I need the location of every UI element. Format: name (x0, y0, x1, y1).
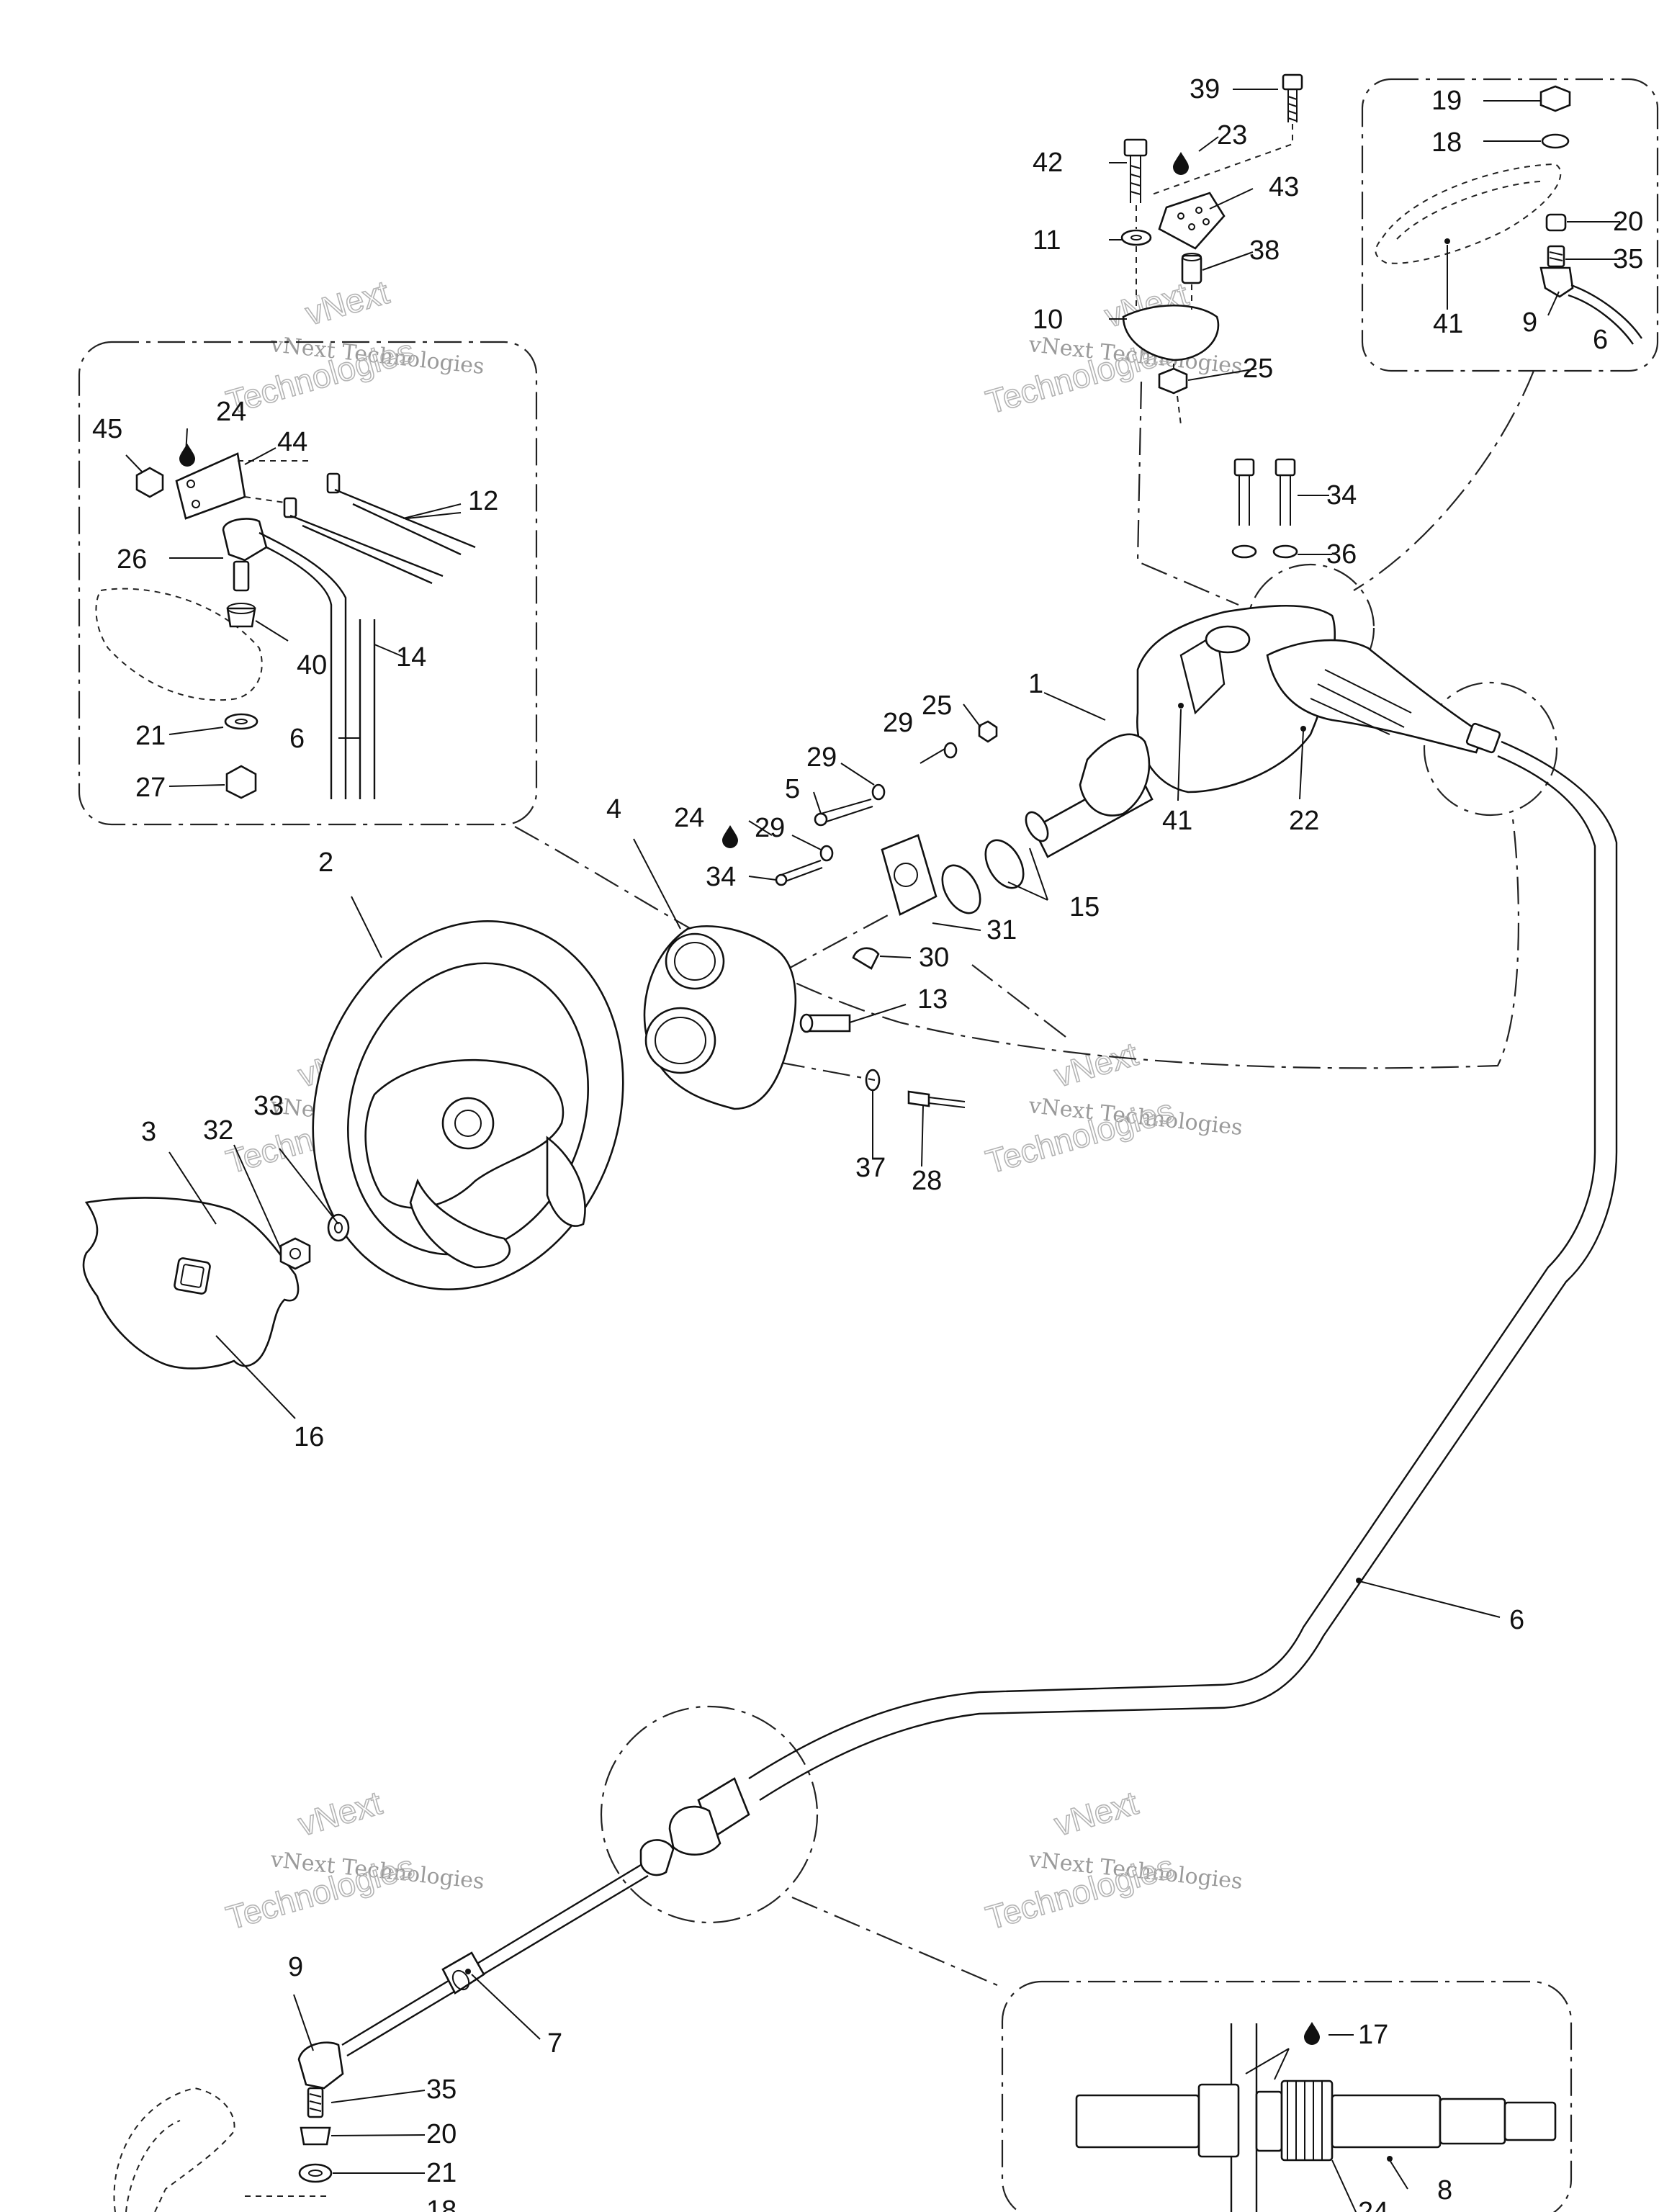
lubricant-drop-icon (179, 444, 195, 467)
callout-24: 24 (216, 397, 246, 427)
leader-gear-to-ring (971, 964, 1066, 1038)
hub-cover-group (82, 1197, 350, 1370)
callout-24: 24 (1358, 2197, 1388, 2212)
callout-40: 40 (297, 650, 327, 680)
callout-6: 6 (1593, 325, 1608, 355)
callout-23: 23 (1217, 120, 1247, 150)
callout-41: 41 (1162, 806, 1192, 836)
detail-bulkhead-section (1075, 2023, 1557, 2212)
callout-25: 25 (1243, 354, 1273, 384)
callout-12: 12 (468, 486, 498, 516)
steering-gear-main (643, 458, 1501, 1110)
callout-34: 34 (1326, 480, 1357, 511)
callout-19: 19 (1431, 86, 1462, 116)
callout-21: 21 (426, 2158, 457, 2188)
callout-labels: 39 42 23 43 11 38 10 25 19 18 20 35 41 9… (92, 74, 1643, 2212)
steering-wheel (312, 920, 624, 1290)
callout-38: 38 (1249, 235, 1280, 266)
callout-31: 31 (986, 915, 1017, 945)
leader-lines (125, 89, 1620, 2212)
callout-41: 41 (1433, 309, 1463, 339)
callout-29: 29 (806, 742, 837, 773)
callout-36: 36 (1326, 539, 1357, 570)
callout-22: 22 (1289, 806, 1319, 836)
callout-9: 9 (1522, 307, 1537, 338)
callout-20: 20 (1613, 207, 1643, 237)
watermark-line1: vNext (301, 273, 393, 332)
detail-circle-cable-end (1423, 681, 1558, 817)
callout-30: 30 (919, 943, 949, 973)
lubricant-drop-icon (1173, 152, 1189, 175)
leader-top-box (1136, 381, 1239, 606)
callout-29: 29 (883, 708, 913, 738)
callout-42: 42 (1033, 148, 1063, 178)
lubricant-drop-icon (1304, 2022, 1320, 2045)
callout-37: 37 (855, 1153, 886, 1183)
leader-bottom-box (791, 1896, 1003, 1989)
callout-24: 24 (674, 803, 704, 833)
callout-5: 5 (785, 774, 800, 804)
top-bracket-assembly (1120, 73, 1303, 426)
callout-7: 7 (547, 2028, 562, 2059)
callout-2: 2 (318, 848, 333, 878)
callout-21: 21 (135, 721, 166, 751)
callout-32: 32 (203, 1115, 233, 1146)
callout-6: 6 (289, 724, 305, 754)
callout-20: 20 (426, 2119, 457, 2149)
callout-3: 3 (141, 1117, 156, 1147)
callout-13: 13 (917, 984, 948, 1015)
callout-28: 28 (912, 1166, 942, 1196)
detail-boxes (78, 78, 1659, 2212)
callout-45: 45 (92, 414, 122, 444)
detail-box-left (78, 341, 538, 826)
lubricant-drop-icon (722, 825, 738, 848)
steering-cable (113, 740, 1618, 2212)
callout-9: 9 (288, 1952, 303, 1982)
callout-14: 14 (396, 642, 426, 673)
callout-11: 11 (1033, 225, 1061, 256)
callout-35: 35 (426, 2074, 457, 2105)
detail-top-right-parts (1375, 85, 1642, 345)
detail-box-bottom-right (1001, 1980, 1573, 2212)
callout-26: 26 (117, 544, 147, 575)
callout-1: 1 (1028, 669, 1043, 699)
callout-4: 4 (606, 794, 621, 824)
callout-25: 25 (922, 691, 952, 721)
callout-10: 10 (1033, 305, 1063, 335)
watermark-line1: vNext (1050, 1784, 1142, 1843)
callout-35: 35 (1613, 244, 1643, 274)
watermark-line1: vNext (294, 1784, 386, 1843)
callout-17: 17 (1358, 2020, 1388, 2050)
watermark-line1: vNext (1050, 1035, 1142, 1094)
callout-15: 15 (1069, 892, 1100, 922)
detail-circle-bulkhead (600, 1705, 819, 1924)
callout-39: 39 (1190, 74, 1220, 104)
leader-tr-box (1353, 370, 1535, 591)
callout-6: 6 (1509, 1605, 1524, 1635)
detail-left-parts (95, 452, 476, 799)
callout-16: 16 (294, 1422, 324, 1452)
callout-27: 27 (135, 773, 166, 803)
callout-44: 44 (277, 427, 307, 457)
callout-18: 18 (1431, 127, 1462, 158)
callout-33: 33 (253, 1091, 284, 1121)
leader-left-box (514, 813, 1519, 1069)
detail-box-top-right (1361, 78, 1659, 372)
callout-8: 8 (1437, 2175, 1452, 2206)
callout-29: 29 (755, 813, 785, 843)
callout-43: 43 (1269, 172, 1299, 202)
callout-34: 34 (706, 862, 736, 892)
callout-18: 18 (426, 2195, 457, 2212)
